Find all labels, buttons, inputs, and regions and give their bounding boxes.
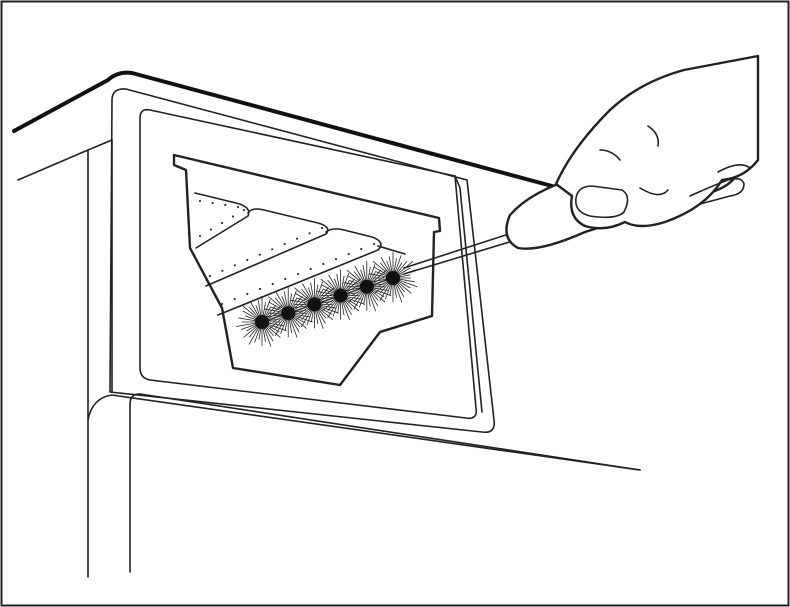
drain-hole <box>347 252 350 256</box>
drain-hole <box>208 274 212 278</box>
drain-hole <box>271 282 274 286</box>
hand-icon <box>554 54 760 230</box>
drain-hole <box>284 277 287 281</box>
drawer-tray <box>172 153 442 387</box>
bristle-cluster <box>341 260 392 312</box>
drain-hole <box>231 215 235 218</box>
drain-hole <box>360 247 363 251</box>
drain-hole <box>233 264 236 267</box>
bristle-cluster <box>367 252 418 303</box>
drain-hole <box>258 287 262 291</box>
drain-hole <box>296 237 299 240</box>
drain-hole <box>198 199 202 203</box>
drain-hole <box>322 262 325 266</box>
drain-hole <box>309 267 312 271</box>
drain-hole <box>296 272 300 276</box>
control-panel <box>109 88 496 434</box>
washer-top-edge <box>12 70 554 188</box>
drain-hole <box>233 297 236 301</box>
dispenser-drawer-icon <box>139 108 483 420</box>
finger-tip <box>689 177 745 205</box>
drain-hole <box>283 242 286 246</box>
drain-hole <box>209 228 213 231</box>
drawer-opening <box>139 108 478 420</box>
bristle-cluster <box>236 296 287 347</box>
compartment-1 <box>194 192 250 249</box>
drain-hole <box>372 242 376 246</box>
drain-hole <box>242 208 246 212</box>
bristle-cluster <box>262 287 313 338</box>
bristle-cluster <box>288 278 339 329</box>
drain-hole <box>236 205 240 209</box>
drain-hole <box>258 253 261 256</box>
hand-outline <box>554 54 760 230</box>
washer-body-icon <box>12 70 641 578</box>
drain-hole <box>271 248 274 251</box>
drain-hole <box>334 257 338 261</box>
drain-hole <box>246 258 249 262</box>
drain-hole <box>224 203 227 207</box>
brush-bristles <box>236 252 418 347</box>
drain-hole <box>308 232 311 235</box>
drain-hole <box>221 269 224 272</box>
drain-hole <box>320 226 324 230</box>
drain-hole <box>220 221 224 225</box>
drain-hole <box>198 234 202 238</box>
drain-hole <box>220 302 224 306</box>
thumbnail <box>574 185 629 219</box>
washer-lower-edge <box>87 394 641 471</box>
drain-hole <box>246 292 249 296</box>
drain-holes <box>198 199 376 306</box>
brush-shaft <box>403 231 516 269</box>
drain-hole <box>211 201 214 205</box>
